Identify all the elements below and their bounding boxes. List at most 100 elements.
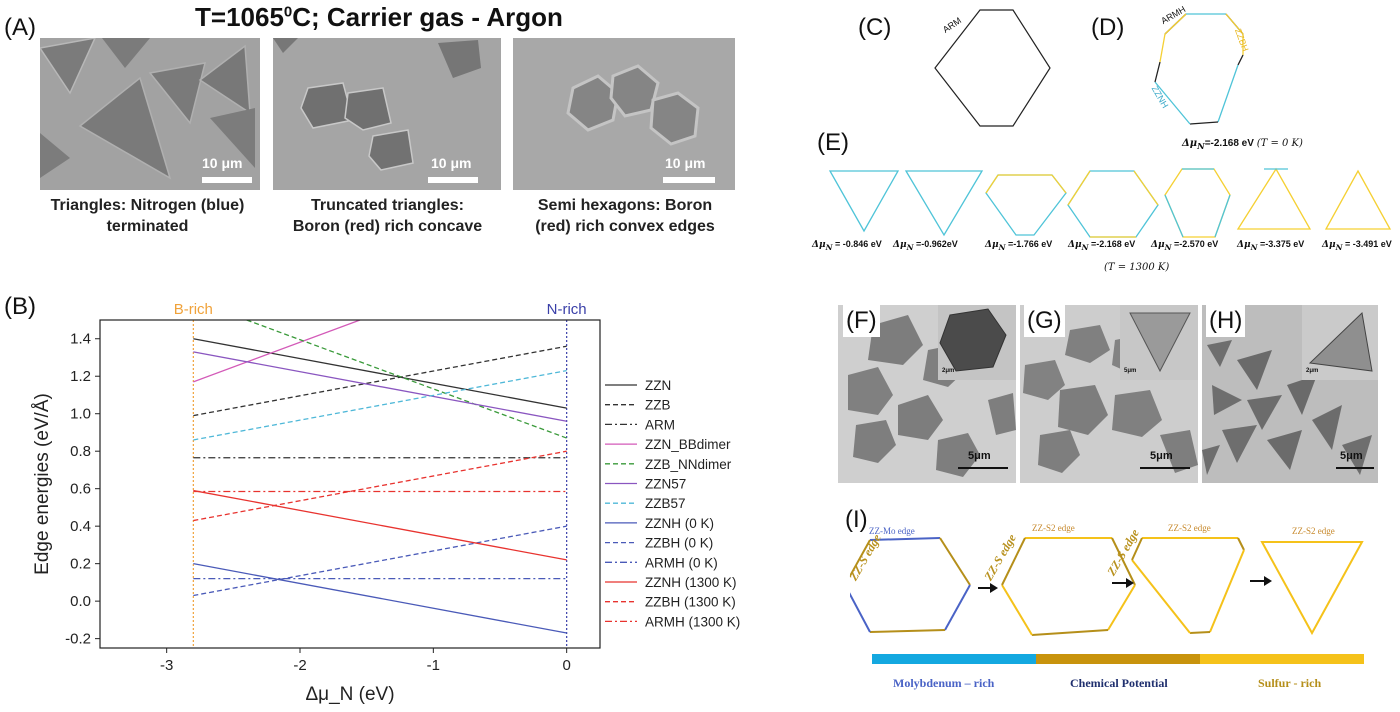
legend-label-4: ZZB_NNdimer bbox=[645, 457, 732, 472]
panel-a-title: T=10650C; Carrier gas - Argon bbox=[195, 2, 563, 33]
inset-scale-g: 5μm bbox=[1124, 368, 1137, 374]
e-mu: Δμ bbox=[812, 240, 826, 250]
e-mu: Δμ bbox=[1322, 240, 1336, 250]
e-value: = -3.491 eV bbox=[1342, 239, 1392, 249]
e-label-6: ΔμN =-3.375 eV bbox=[1237, 239, 1304, 252]
panel-label-b: (B) bbox=[4, 293, 36, 320]
e-label-4: ΔμN =-2.168 eV bbox=[1068, 239, 1135, 252]
hexagon-shapes bbox=[566, 64, 700, 146]
e-mu-sub: N bbox=[906, 242, 914, 252]
series-line-0 bbox=[193, 338, 567, 409]
e-label-3: ΔμN =-1.766 eV bbox=[985, 239, 1052, 252]
e-mu-sub: N bbox=[1250, 242, 1258, 252]
scale-bar-f bbox=[958, 467, 1008, 469]
sem-image-truncated: 10 μm bbox=[273, 38, 501, 190]
e-mu: Δμ bbox=[893, 240, 907, 250]
panel-label-g: (G) bbox=[1024, 305, 1065, 337]
e-mu-sub: N bbox=[998, 242, 1006, 252]
legend-label-0: ZZN bbox=[645, 378, 671, 393]
inset-scale-f: 2μm bbox=[942, 368, 955, 374]
caption-a1: Triangles: Nitrogen (blue) terminated bbox=[15, 195, 280, 237]
y-tick-label-5: 0.8 bbox=[70, 443, 91, 460]
e-label-2: ΔμN =-0.962eV bbox=[893, 239, 958, 252]
caption-a3: Semi hexagons: Boron (red) rich convex e… bbox=[500, 195, 750, 237]
x-tick-label-1: -2 bbox=[293, 657, 306, 674]
legend-label-5: ZZN57 bbox=[645, 477, 686, 492]
truncated-shapes bbox=[273, 38, 481, 171]
annotation-text-1: N-rich bbox=[547, 301, 587, 318]
y-tick-label-8: 1.4 bbox=[70, 331, 91, 348]
caption-a3-line1: Semi hexagons: Boron bbox=[537, 197, 713, 214]
series-line-6 bbox=[193, 369, 567, 441]
e-value: =-2.570 eV bbox=[1171, 239, 1219, 249]
y-tick-label-3: 0.4 bbox=[70, 518, 91, 535]
series-line-7 bbox=[193, 563, 567, 634]
series-line-4 bbox=[246, 320, 567, 439]
legend-label-3: ZZN_BBdimer bbox=[645, 437, 731, 452]
e-mu: Δμ bbox=[1151, 240, 1165, 250]
y-tick-label-4: 0.6 bbox=[70, 481, 91, 498]
legend-label-1: ZZB bbox=[645, 398, 671, 413]
caption-a1-line1: Triangles: Nitrogen (blue) bbox=[50, 197, 245, 214]
scale-bar-a2 bbox=[428, 177, 478, 183]
y-tick-label-7: 1.2 bbox=[70, 368, 91, 385]
panel-label-h: (H) bbox=[1206, 305, 1246, 337]
caption-a2: Truncated triangles: Boron (red) rich co… bbox=[260, 195, 515, 237]
legend-label-10: ZZNH (1300 K) bbox=[645, 575, 737, 590]
series-line-11 bbox=[193, 450, 567, 522]
e-mu-sub: N bbox=[1081, 242, 1089, 252]
x-tick-label-3: 0 bbox=[562, 657, 570, 674]
x-axis-label: Δμ_N (eV) bbox=[305, 684, 394, 705]
panel-label-f: (F) bbox=[843, 305, 880, 337]
e-value: =-3.375 eV bbox=[1257, 239, 1305, 249]
legend-label-2: ARM bbox=[645, 417, 675, 432]
scale-bar-a3 bbox=[663, 177, 715, 183]
series-line-1 bbox=[193, 345, 567, 417]
legend-label-12: ARMH (1300 K) bbox=[645, 614, 740, 629]
scale-text-h: 5μm bbox=[1340, 450, 1363, 462]
x-tick-label-0: -3 bbox=[160, 657, 173, 674]
sem-image-h: 5μm 2μm bbox=[1202, 305, 1378, 483]
y-tick-label-2: 0.2 bbox=[70, 556, 91, 573]
e-mu: Δμ bbox=[985, 240, 999, 250]
zz-mo-edge-label: ZZ-Mo edge bbox=[869, 526, 915, 536]
legend-label-6: ZZB57 bbox=[645, 496, 686, 511]
panel-label-d: (D) bbox=[1091, 14, 1125, 41]
series-line-10 bbox=[193, 489, 567, 561]
legend-label-8: ZZBH (0 K) bbox=[645, 536, 713, 551]
scale-text-f: 5μm bbox=[968, 450, 991, 462]
f-shapes bbox=[848, 305, 1016, 477]
scale-text-a3: 10 μm bbox=[665, 155, 706, 171]
panel-label-a: (A) bbox=[4, 14, 36, 41]
title-sup: 0 bbox=[283, 3, 293, 21]
scale-text-a1: 10 μm bbox=[202, 155, 243, 171]
scale-bar-h bbox=[1336, 467, 1374, 469]
series-line-3 bbox=[193, 320, 361, 383]
caption-a3-line2: (red) rich convex edges bbox=[535, 218, 715, 235]
y-tick-label-0: -0.2 bbox=[65, 631, 91, 648]
bar-segment-s bbox=[1200, 654, 1364, 664]
y-axis-label: Edge energies (eV/Å) bbox=[32, 393, 53, 575]
chemical-potential-label: Chemical Potential bbox=[1070, 676, 1168, 690]
h-shapes bbox=[1202, 305, 1378, 475]
e-mu-sub: N bbox=[1164, 242, 1172, 252]
e-mu: Δμ bbox=[1237, 240, 1251, 250]
zz-s2-edge-label-2: ZZ-S2 edge bbox=[1168, 523, 1211, 533]
series-line-5 bbox=[193, 351, 567, 422]
inset-scale-h: 2μm bbox=[1306, 368, 1319, 374]
sem-image-triangles: 10 μm bbox=[40, 38, 260, 190]
panel-label-i: (I) bbox=[845, 506, 868, 533]
scale-text-g: 5μm bbox=[1150, 450, 1173, 462]
e-value: =-0.962eV bbox=[913, 239, 958, 249]
caption-a2-line1: Truncated triangles: bbox=[311, 197, 464, 214]
sulfur-rich-label: Sulfur - rich bbox=[1258, 676, 1322, 690]
y-tick-label-6: 1.0 bbox=[70, 406, 91, 423]
legend-label-7: ZZNH (0 K) bbox=[645, 516, 714, 531]
e-value: = -0.846 eV bbox=[832, 239, 882, 249]
bar-segment-mid bbox=[1036, 654, 1200, 664]
g-shapes bbox=[1023, 305, 1198, 473]
zz-s2-edge-label-1: ZZ-S2 edge bbox=[1032, 523, 1075, 533]
legend-label-9: ARMH (0 K) bbox=[645, 555, 718, 570]
e-label-1: ΔμN = -0.846 eV bbox=[812, 239, 882, 252]
